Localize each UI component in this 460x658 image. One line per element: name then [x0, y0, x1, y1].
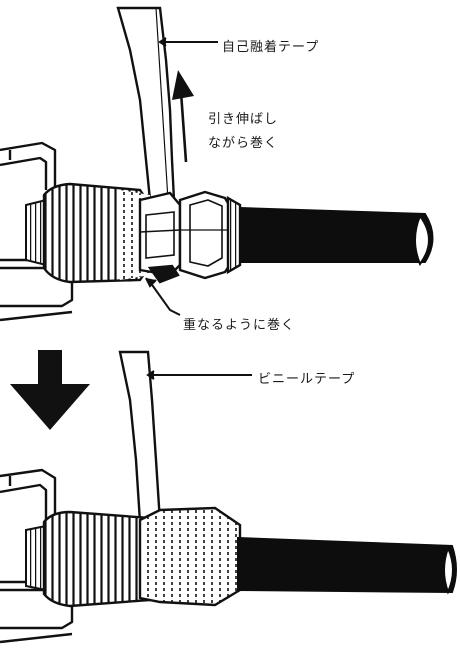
- flare-nut: [178, 190, 242, 280]
- ribbed-wrap-bottom: [42, 510, 152, 608]
- label-vinyl-tape: ビニールテープ: [258, 372, 356, 387]
- tape-edge-line: [155, 7, 169, 201]
- hose-top: [239, 206, 434, 267]
- up-arrow-icon: [172, 70, 194, 163]
- unit-body-bottom: [0, 468, 74, 644]
- bottom-illustration: [0, 350, 457, 644]
- vinyl-overwrap: [138, 506, 242, 607]
- label-stretch-wrap: 引き伸ばし ながら巻く: [208, 112, 279, 151]
- hose-bottom: [237, 536, 457, 595]
- hex-nut: [138, 191, 182, 284]
- top-illustration: [0, 6, 434, 322]
- label-self-fusing-tape: 自己融着テープ: [222, 40, 320, 55]
- down-arrow-icon: [10, 350, 90, 430]
- hose-end-bottom: [443, 545, 454, 595]
- ribbed-wrap-top: [42, 182, 152, 284]
- label-overlap-wrap: 重なるように巻く: [183, 318, 296, 333]
- hose-end-top: [414, 213, 430, 267]
- leader-lines-top: [145, 37, 218, 316]
- leader-line-bottom: [146, 370, 252, 380]
